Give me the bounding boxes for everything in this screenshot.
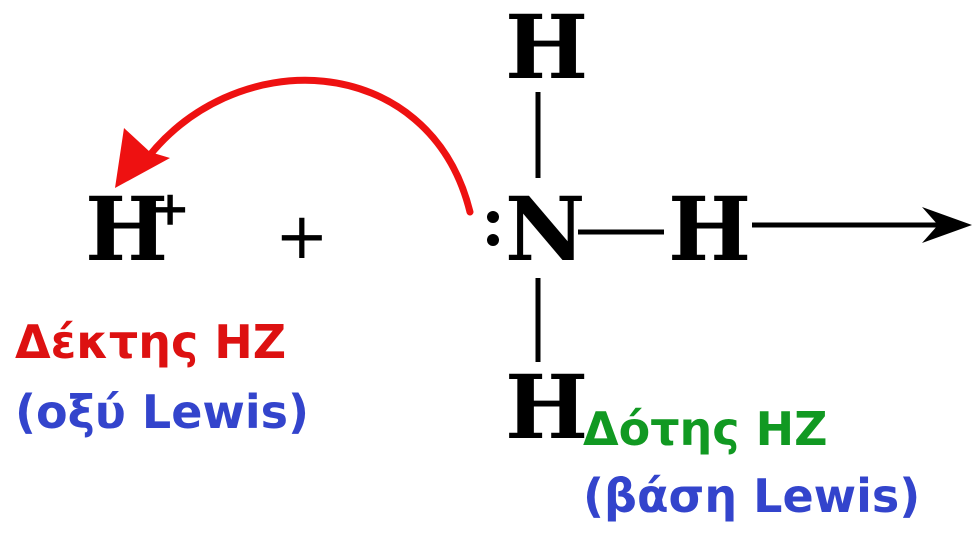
- hydrogen-right: H: [668, 177, 751, 281]
- lone-pair-dot-top: [487, 211, 499, 223]
- hydrogen-bottom: H: [505, 355, 588, 459]
- donor-subtitle: (βάση Lewis): [583, 469, 920, 523]
- acceptor-title: Δέκτης ΗΖ: [15, 315, 286, 369]
- lone-pair-dot-bottom: [487, 234, 499, 246]
- proton-h: H: [85, 177, 168, 281]
- proton-charge: +: [150, 181, 190, 237]
- electron-pair-arrow: [136, 76, 474, 216]
- plus-sign: +: [275, 200, 329, 274]
- reaction-arrowhead: [922, 207, 972, 243]
- nitrogen-atom: N: [505, 177, 585, 281]
- donor-title: Δότης ΗΖ: [583, 402, 827, 456]
- electron-pair-arrowhead: [115, 128, 170, 188]
- acceptor-subtitle: (οξύ Lewis): [15, 385, 309, 439]
- hydrogen-top: H: [505, 0, 588, 99]
